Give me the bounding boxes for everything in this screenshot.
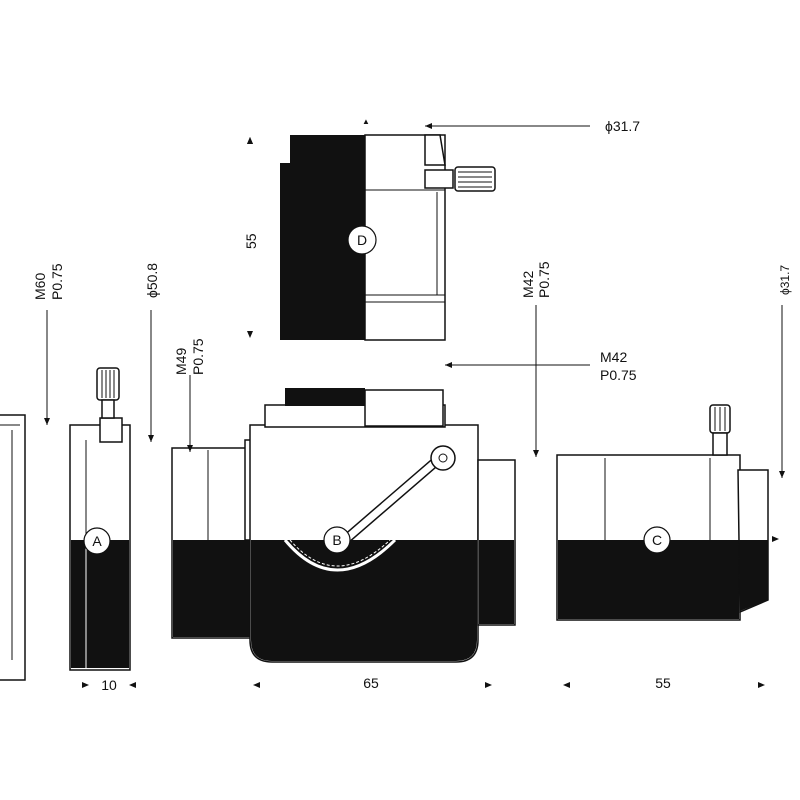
knurled-knob-icon [709,404,731,456]
c-width-text: 55 [655,675,671,691]
m60-pitch: P0.75 [49,263,65,300]
annotation-m49: M49 P0.75 [173,338,206,452]
annotation-dia50: ϕ50.8 [144,263,160,442]
m42-horiz-pitch: P0.75 [600,367,637,383]
knurled-knob-icon [424,166,496,192]
annotation-dia31-top: ϕ31.7 ▲ [362,117,640,134]
knurled-knob-icon [96,367,120,419]
dimension-c-width: 55 [563,675,765,691]
a-width-text: 10 [101,677,117,693]
annotation-d-height: 55 [243,137,259,338]
part-c: C [556,404,769,621]
svg-text:▲: ▲ [362,117,370,126]
dimension-b-width: 65 [253,675,492,691]
m60-thread: M60 [32,273,48,300]
left-partial-part [0,414,26,681]
m49-pitch: P0.75 [190,338,206,375]
part-d: D [280,134,496,341]
dimension-a-width: 10 [82,677,136,693]
part-d-label: D [357,232,367,248]
annotation-dia31-right: ϕ31.7 [772,265,792,542]
annotation-m42-vertical: M42 P0.75 [520,261,552,457]
part-b: B [171,388,516,663]
dia31-right-text: ϕ31.7 [778,265,792,295]
lever-arm [341,445,456,544]
part-a: A [69,367,131,671]
dia31-top-text: ϕ31.7 [605,118,640,134]
part-b-label: B [332,532,341,548]
dia50-text: ϕ50.8 [144,263,160,298]
annotation-m42-horizontal: M42 P0.75 [445,349,637,383]
d-height-text: 55 [243,233,259,249]
m42-vert-thread: M42 [520,271,536,298]
m42-horiz-thread: M42 [600,349,627,365]
annotation-m60: M60 P0.75 [32,263,65,425]
m42-vert-pitch: P0.75 [536,261,552,298]
m49-thread: M49 [173,348,189,375]
part-c-label: C [652,532,662,548]
b-width-text: 65 [363,675,379,691]
part-a-label: A [92,533,102,549]
